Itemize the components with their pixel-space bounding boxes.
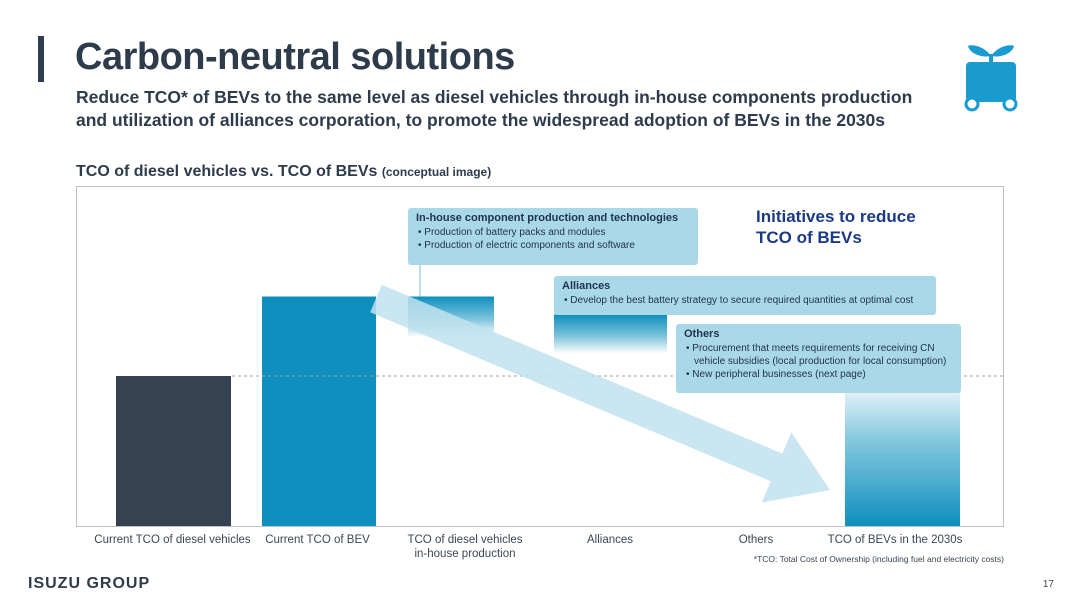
- chart-title-text: TCO of diesel vehicles vs. TCO of BEVs: [76, 163, 378, 180]
- footnote: *TCO: Total Cost of Ownership (including…: [753, 554, 1004, 564]
- page-subtitle: Reduce TCO* of BEVs to the same level as…: [76, 87, 913, 130]
- page-title: Carbon-neutral solutions: [75, 36, 515, 78]
- callout-in-house-item-1: • Production of battery packs and module…: [418, 227, 606, 238]
- plant-vehicle-icon: [964, 45, 1018, 112]
- callout-others-title: Others: [684, 328, 720, 340]
- x-tick-label: TCO of BEVs in the 2030s: [827, 534, 963, 546]
- bar-current-diesel: [116, 376, 231, 526]
- x-tick-label: Current TCO of diesel vehicles: [94, 534, 251, 546]
- chart-title: TCO of diesel vehicles vs. TCO of BEVs (…: [76, 163, 491, 181]
- chart-frame: [76, 186, 1004, 527]
- callout-in-house-item-2: • Production of electric components and …: [418, 240, 635, 251]
- initiatives-annotation: Initiatives to reduce TCO of BEVs: [756, 207, 916, 247]
- bar-bev-2030s: [845, 376, 960, 526]
- chart-subtitle: (conceptual image): [381, 165, 492, 179]
- callout-others-item-2: • New peripheral businesses (next page): [686, 369, 866, 380]
- title-accent-bar: [38, 36, 44, 82]
- page-number: 17: [1042, 579, 1054, 590]
- callout-alliances-item-1: • Develop the best battery strategy to s…: [564, 295, 914, 306]
- reduction-arrow: [370, 284, 830, 503]
- x-tick-label: Others: [738, 534, 774, 546]
- callout-in-house: In-house component production and techno…: [408, 208, 698, 265]
- x-tick-label: Alliances: [586, 534, 634, 546]
- bar-alliances: [554, 314, 667, 354]
- callout-alliances: Alliances • Develop the best battery str…: [554, 276, 936, 315]
- bar-current-bev: [262, 296, 376, 526]
- callout-in-house-title: In-house component production and techno…: [416, 212, 679, 224]
- callout-alliances-title: Alliances: [562, 280, 611, 292]
- brand-logo-text: ISUZU GROUP: [28, 575, 151, 592]
- x-tick-label: Current TCO of BEV: [265, 534, 370, 546]
- callout-others-item-1: • Procurement that meets requirements fo…: [686, 343, 947, 367]
- callout-others: Others • Procurement that meets requirem…: [676, 324, 961, 393]
